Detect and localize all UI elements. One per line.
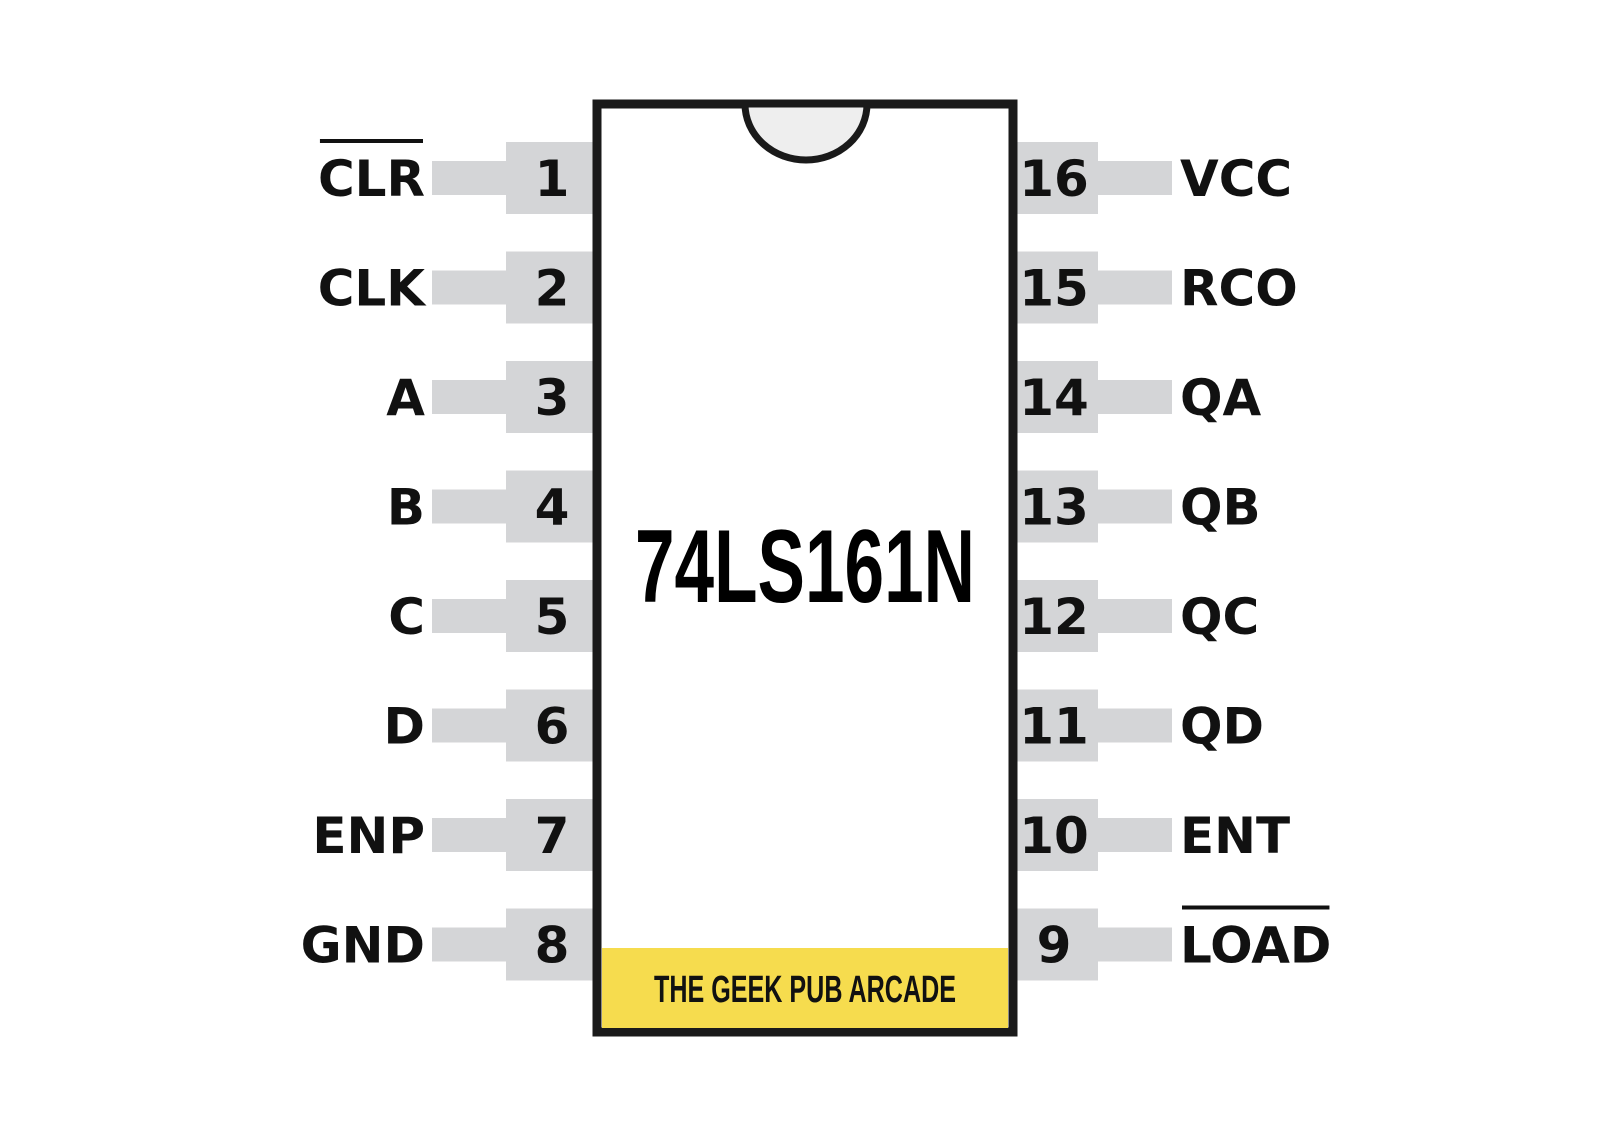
right-pin-15: 15 RCO: [1012, 251, 1298, 324]
pin-lead: [1096, 708, 1172, 743]
pin-pad: [506, 689, 598, 762]
pin-label: CLR: [318, 150, 425, 208]
left-pin-7: 7 ENP: [312, 799, 598, 871]
pin-lead: [432, 489, 508, 524]
pin-label: LOAD: [1180, 917, 1331, 975]
left-pin-8: 8 GND: [301, 908, 598, 981]
pin-pad: [1012, 361, 1098, 433]
pin-number: 10: [1019, 807, 1089, 865]
pin-lead: [432, 270, 508, 305]
pin-pad: [1012, 470, 1098, 543]
pin-number: 2: [535, 260, 570, 318]
pin-pad: [506, 470, 598, 543]
pin-label: CLK: [318, 260, 428, 318]
pin-number: 3: [535, 369, 570, 427]
left-pin-2: 2 CLK: [318, 251, 598, 324]
pin-label: QB: [1180, 479, 1261, 537]
pin-lead: [1096, 161, 1172, 195]
pin-number: 7: [535, 807, 570, 865]
pin-number: 6: [535, 698, 570, 756]
pin-label: B: [387, 479, 425, 537]
right-pin-14: 14 QA: [1012, 361, 1262, 433]
right-pin-13: 13 QB: [1012, 470, 1261, 543]
pin-label: D: [383, 698, 425, 756]
pin-number: 15: [1019, 260, 1089, 318]
right-pin-16: 16 VCC: [1012, 142, 1292, 214]
pin-label: C: [388, 588, 425, 646]
pin-label: VCC: [1180, 150, 1292, 208]
pin-label: ENP: [312, 807, 425, 865]
chip-name: 74LS161N: [635, 509, 975, 625]
pin-number: 12: [1019, 588, 1089, 646]
pin-lead: [1096, 927, 1172, 962]
pin-pad: [1012, 251, 1098, 324]
pin-number: 1: [535, 150, 570, 208]
left-pin-4: 4B: [387, 470, 598, 543]
right-pin-12: 12 QC: [1012, 580, 1259, 652]
pin-label: A: [386, 369, 425, 427]
left-pin-6: 6D: [383, 689, 598, 762]
footer-text: THE GEEK PUB ARCADE: [654, 969, 956, 1011]
left-pin-3: 3A: [386, 361, 598, 433]
pin-label: GND: [301, 917, 425, 975]
active-low-overline: [1182, 905, 1330, 910]
pin-lead: [432, 818, 508, 852]
pin-lead: [432, 927, 508, 962]
pin-pad: [506, 251, 598, 324]
pin-pad: [1012, 142, 1098, 214]
pin1-notch: [741, 100, 871, 164]
pin-pad: [506, 142, 598, 214]
footer-band: [602, 948, 1008, 1028]
active-low-overline: [319, 139, 423, 143]
pin-lead: [1096, 818, 1172, 852]
right-pin-10: 10 ENT: [1012, 799, 1290, 871]
right-pin-9: 9 LOAD: [1012, 905, 1331, 981]
pin-lead: [1096, 380, 1172, 414]
pin-pad: [1012, 908, 1098, 981]
pin-lead: [432, 708, 508, 743]
pin-pad: [1012, 689, 1098, 762]
pin-lead: [432, 161, 508, 195]
pin-lead: [1096, 489, 1172, 524]
pin-label: QA: [1180, 369, 1262, 427]
pin-number: 14: [1019, 369, 1089, 427]
pin-label: ENT: [1180, 807, 1290, 865]
pin-pad: [1012, 799, 1098, 871]
chip-body: [592, 99, 1018, 1037]
pin-label: QC: [1180, 588, 1259, 646]
pin-number: 9: [1037, 917, 1072, 975]
pin-lead: [432, 380, 508, 414]
pin-number: 4: [535, 479, 570, 537]
pin-pad: [506, 580, 598, 652]
pin-label: QD: [1180, 698, 1264, 756]
pin-number: 8: [535, 917, 570, 975]
pin-pad: [506, 799, 598, 871]
pin-pad: [506, 908, 598, 981]
pin-lead: [1096, 599, 1172, 633]
pin-number: 13: [1019, 479, 1089, 537]
pin-pad: [1012, 580, 1098, 652]
pin-number: 11: [1019, 698, 1089, 756]
pin-pad: [506, 361, 598, 433]
pin-lead: [432, 599, 508, 633]
left-pin-5: 5C: [388, 580, 598, 652]
left-pin-1: 1 CLR: [318, 139, 598, 214]
pin-number: 16: [1019, 150, 1089, 208]
pin-number: 5: [535, 588, 570, 646]
pin-label: RCO: [1180, 260, 1298, 318]
pin-lead: [1096, 270, 1172, 305]
right-pin-11: 11 QD: [1012, 689, 1264, 762]
